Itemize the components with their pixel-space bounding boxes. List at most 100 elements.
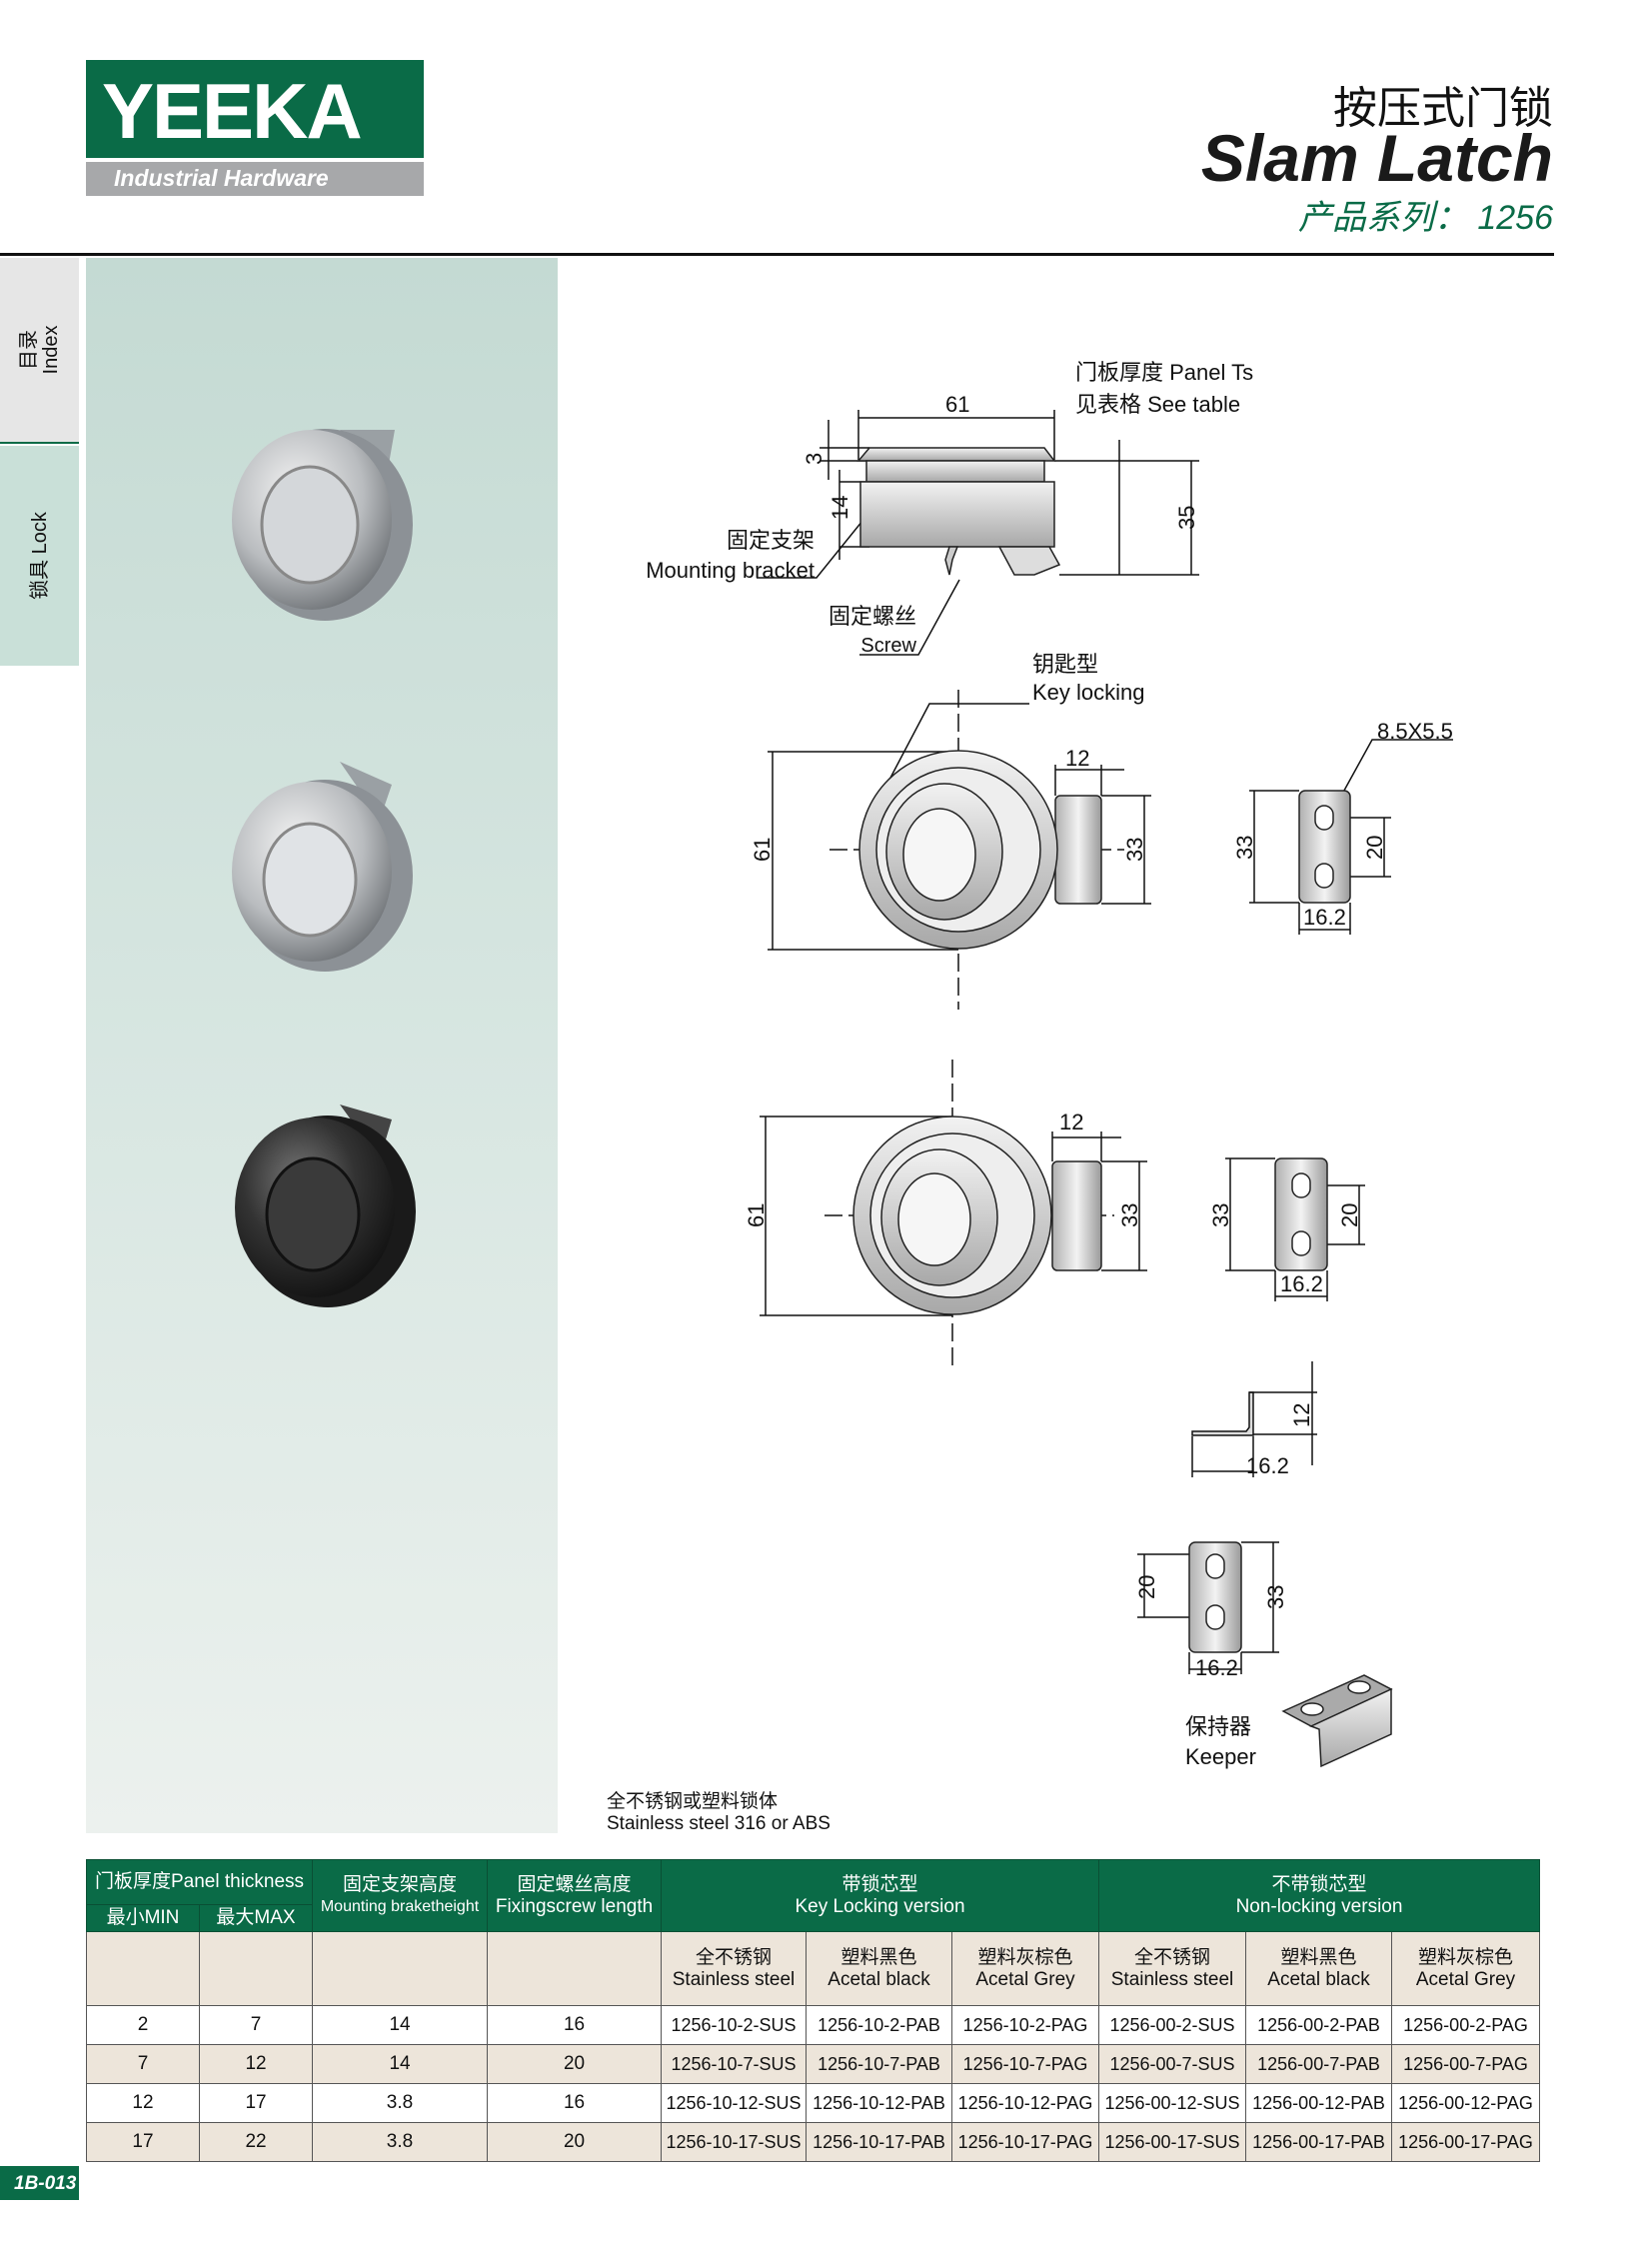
page-number: 1B-013 (0, 2166, 79, 2200)
spec-cell: 17 (86, 2122, 200, 2162)
header-screw-cn: 固定螺丝高度 (517, 1873, 632, 1895)
blank-cell (487, 1931, 663, 2006)
dim-61-side: 61 (945, 392, 969, 417)
label-key-cn: 钥匙型 (1032, 652, 1098, 677)
dim-20-bracket1: 20 (1362, 836, 1387, 860)
front-view-key-locking (858, 750, 1102, 950)
spec-cell: 7 (86, 2044, 200, 2084)
sidebar-tab-lock[interactable]: 锁具 Lock (0, 446, 79, 666)
spec-cell: 3.8 (312, 2083, 489, 2123)
spec-cell: 7 (198, 2005, 314, 2045)
material-cn: 全不锈钢 (696, 1946, 773, 1968)
header-screw-en: Fixingscrew length (495, 1895, 654, 1917)
label-keeper-en: Keeper (1185, 1744, 1256, 1769)
dim-61-front1: 61 (750, 838, 775, 862)
material-en: Acetal black (1267, 1968, 1370, 1990)
material-en: Acetal black (827, 1968, 930, 1990)
photo-latch-black (235, 1105, 416, 1307)
dim-35: 35 (1174, 506, 1199, 530)
material-en: Acetal Grey (1415, 1968, 1516, 1990)
blank-cell (86, 1931, 200, 2006)
dim-12-keeper: 12 (1289, 1403, 1314, 1427)
dim-33-bracket2: 33 (1208, 1203, 1233, 1227)
part-number-cell: 1256-00-7-SUS (1098, 2044, 1247, 2084)
header-non-cn: 不带锁芯型 (1271, 1873, 1367, 1895)
part-number-cell: 1256-10-2-PAG (951, 2005, 1100, 2045)
part-number-cell: 1256-10-2-SUS (661, 2005, 808, 2045)
part-number-cell: 1256-10-17-PAB (806, 2122, 953, 2162)
dim-33-keeper: 33 (1263, 1585, 1288, 1609)
material-cn: 塑料灰棕色 (1418, 1946, 1514, 1968)
part-number-cell: 1256-10-7-SUS (661, 2044, 808, 2084)
spec-cell: 16 (487, 2005, 663, 2045)
spec-cell: 12 (86, 2083, 200, 2123)
logo-brand: YEEKA (86, 60, 424, 158)
dim-12-front1: 12 (1065, 746, 1089, 771)
header-panel-thickness: 门板厚度Panel thickness (85, 1859, 314, 1905)
part-number-cell: 1256-00-12-SUS (1098, 2083, 1247, 2123)
blank-cell (312, 1931, 489, 2006)
photo-latch-steel-1 (232, 429, 413, 621)
spec-cell: 20 (487, 2044, 663, 2084)
part-number-cell: 1256-00-12-PAG (1391, 2083, 1541, 2123)
part-number-cell: 1256-10-12-PAB (806, 2083, 953, 2123)
part-number-cell: 1256-10-2-PAB (806, 2005, 953, 2045)
label-mounting-en: Mounting bracket (646, 558, 815, 583)
material-en: Stainless steel 316 or ABS (607, 1813, 830, 1834)
material-cn: 塑料黑色 (840, 1946, 917, 1968)
logo-tagline: Industrial Hardware (86, 162, 424, 196)
side-view-latch (856, 447, 1061, 576)
part-number-cell: 1256-10-17-SUS (661, 2122, 808, 2162)
dim-16-2-keeper-front: 16.2 (1195, 1655, 1238, 1680)
dim-16-2-keeper-side: 16.2 (1246, 1453, 1289, 1478)
header-min: 最小MIN (86, 1904, 200, 1932)
label-screw-cn: 固定螺丝 (828, 604, 916, 629)
dim-16-2-bracket2: 16.2 (1280, 1271, 1323, 1296)
spec-cell: 3.8 (312, 2122, 489, 2162)
front-view-non-locking (852, 1116, 1102, 1315)
label-see-table: 见表格 See table (1075, 392, 1240, 417)
material-en: Acetal Grey (975, 1968, 1075, 1990)
photo-latch-steel-2 (232, 762, 413, 972)
header-key-cn: 带锁芯型 (841, 1873, 918, 1895)
label-key-en: Key locking (1032, 680, 1145, 705)
label-mounting-cn: 固定支架 (727, 528, 815, 553)
dim-33-front1: 33 (1122, 838, 1147, 862)
dim-20-keeper: 20 (1134, 1575, 1159, 1599)
part-number-cell: 1256-10-7-PAG (951, 2044, 1100, 2084)
material-cn: 全不锈钢或塑料锁体 (607, 1790, 778, 1812)
yeeka-logo: YEEKA Industrial Hardware (86, 60, 424, 196)
spec-cell: 22 (198, 2122, 314, 2162)
label-keeper-cn: 保持器 (1185, 1714, 1251, 1739)
material-cn: 塑料灰棕色 (977, 1946, 1073, 1968)
spec-cell: 12 (198, 2044, 314, 2084)
spec-cell: 14 (312, 2044, 489, 2084)
spec-cell: 17 (198, 2083, 314, 2123)
dim-33-front2: 33 (1117, 1203, 1142, 1227)
part-number-cell: 1256-00-17-PAG (1391, 2122, 1541, 2162)
part-number-cell: 1256-10-12-PAG (951, 2083, 1100, 2123)
part-number-cell: 1256-00-17-SUS (1098, 2122, 1247, 2162)
header-bracket-cn: 固定支架高度 (343, 1873, 458, 1895)
dim-3: 3 (802, 453, 826, 465)
part-number-cell: 1256-00-12-PAB (1245, 2083, 1393, 2123)
page-title: Slam Latch (1200, 121, 1553, 195)
header-key-en: Key Locking version (795, 1895, 965, 1917)
dim-12-front2: 12 (1059, 1110, 1083, 1134)
part-number-cell: 1256-00-2-PAB (1245, 2005, 1393, 2045)
dim-16-2-bracket1: 16.2 (1303, 905, 1346, 930)
